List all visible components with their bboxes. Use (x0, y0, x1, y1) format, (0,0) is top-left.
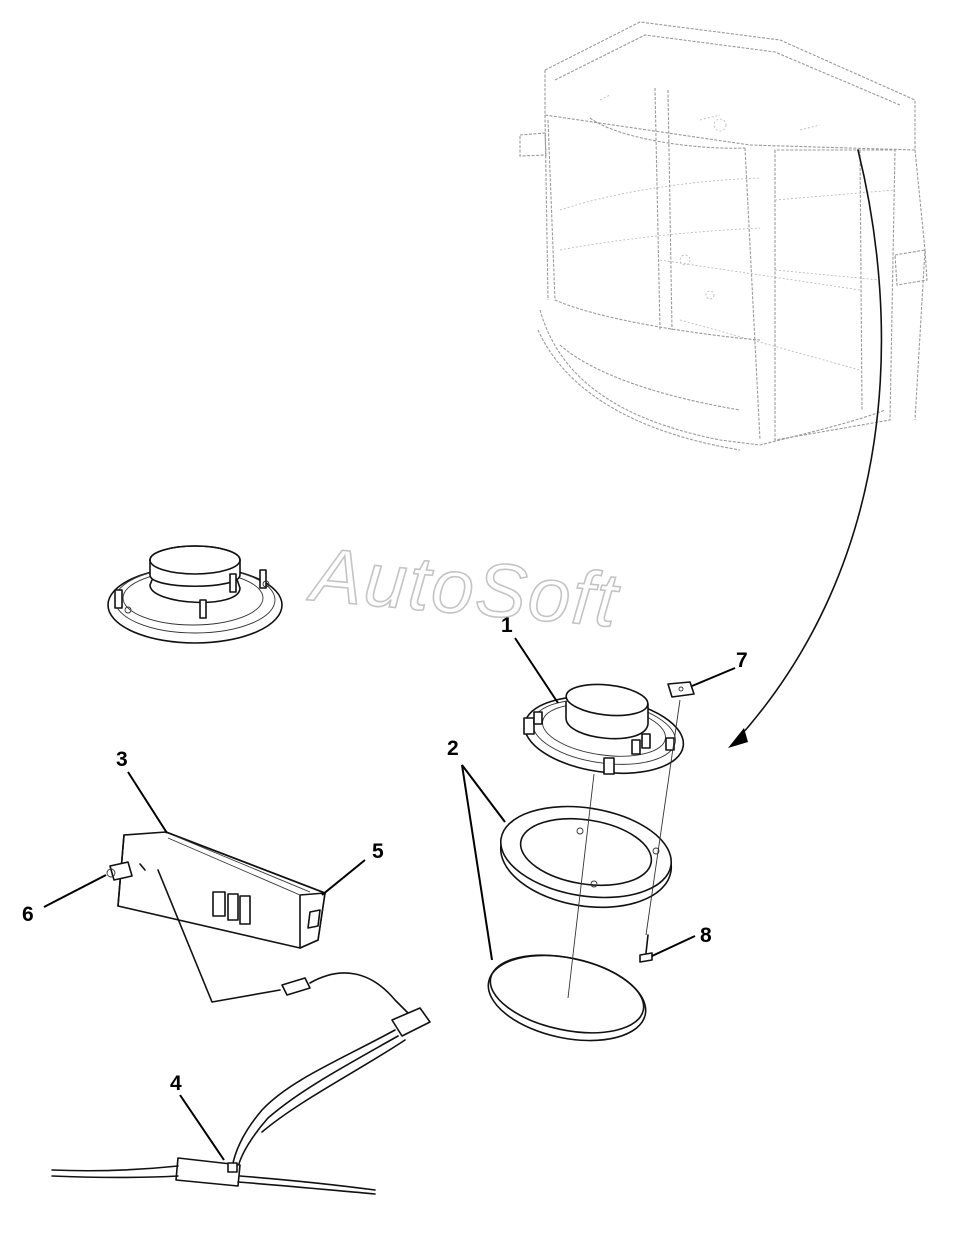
watermark: AutoSoft (304, 531, 624, 645)
cab-assembly (519, 21, 928, 451)
leader-6 (43, 874, 107, 908)
location-arrow (728, 149, 883, 748)
leader-8 (651, 935, 696, 957)
callout-3: 3 (116, 748, 128, 771)
callout-5: 5 (372, 840, 384, 863)
callout-1: 1 (501, 614, 513, 637)
assembly-lines (567, 699, 681, 999)
callout-6: 6 (22, 903, 34, 926)
amplifier-part-3 (106, 831, 326, 949)
leader-1 (514, 637, 559, 704)
callout-labels: 1 2 3 4 5 6 7 8 (22, 614, 748, 1095)
speaker-part-1 (523, 683, 685, 775)
speaker-spare (107, 545, 283, 644)
callout-4: 4 (170, 1072, 182, 1095)
clip-part-7 (667, 681, 695, 698)
ring-upper-part-2 (499, 805, 673, 909)
leader-2a (461, 764, 506, 823)
callout-8: 8 (700, 924, 712, 947)
leader-7 (691, 667, 736, 687)
leader-2b (461, 764, 493, 961)
watermark-text: AutoSoft (305, 532, 624, 644)
callout-2: 2 (447, 737, 459, 760)
harness-part-4 (51, 869, 431, 1195)
leader-4 (179, 1094, 225, 1161)
ring-lower-part-2 (487, 954, 647, 1042)
screw-part-8 (639, 934, 653, 963)
leader-5 (321, 859, 366, 896)
leader-lines (43, 637, 736, 1161)
callout-7: 7 (736, 649, 748, 672)
leader-3 (127, 771, 168, 834)
